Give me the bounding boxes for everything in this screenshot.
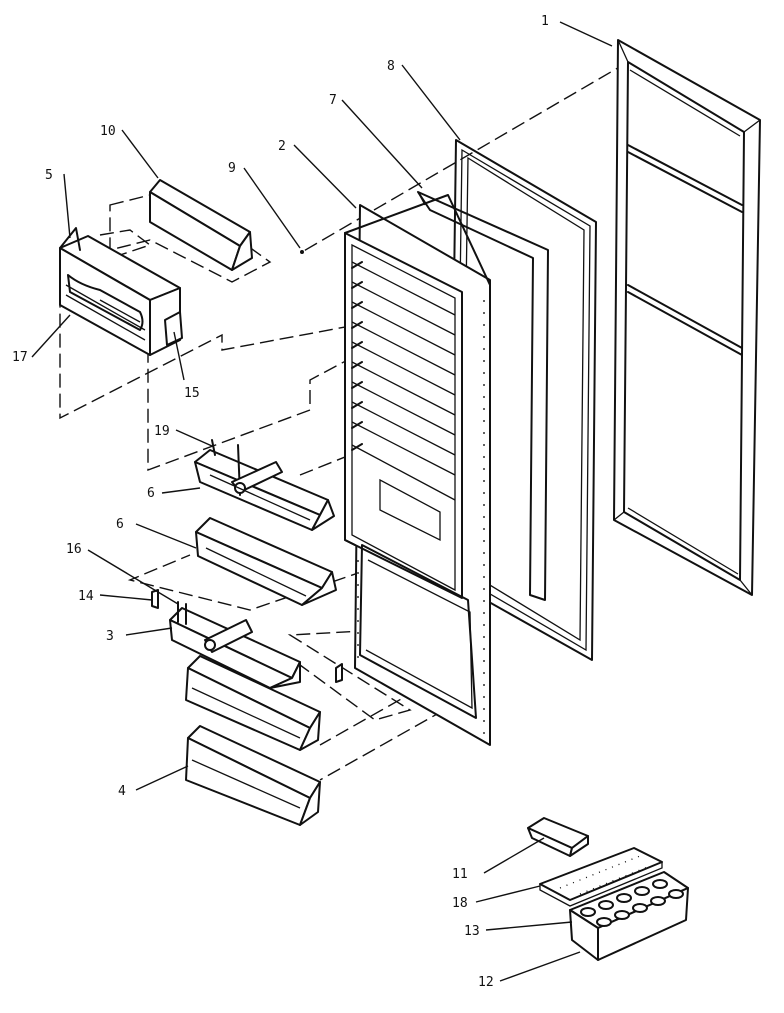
callout-10: 10 [100, 124, 116, 139]
callout-2: 2 [278, 139, 286, 154]
callout-17: 17 [12, 350, 28, 365]
callout-1: 1 [541, 14, 549, 29]
callout-5: 5 [45, 168, 53, 183]
callout-14: 14 [78, 589, 94, 604]
callout-4: 4 [118, 784, 126, 799]
callout-8: 8 [387, 59, 395, 74]
callout-11: 11 [452, 867, 468, 882]
callout-19: 19 [154, 424, 170, 439]
part-18-egg-tray-lid [539, 847, 663, 907]
callout-12: 12 [478, 975, 494, 990]
part-5-dairy-compartment [59, 227, 183, 356]
callout-3: 3 [106, 629, 114, 644]
callout-15: 15 [184, 386, 200, 401]
part-12-egg-tray [569, 871, 689, 961]
egg-cups [580, 879, 684, 927]
part-7-breaker-strip [417, 191, 549, 601]
callout-7: 7 [329, 93, 337, 108]
leader-lines [31, 21, 613, 982]
callout-16: 16 [66, 542, 82, 557]
callout-9: 9 [228, 161, 236, 176]
callout-labels: 1 2 3 4 5 6 6 7 8 9 10 11 12 13 14 15 16… [12, 14, 549, 990]
part-10-dairy-cover [149, 179, 253, 271]
part-3-lower-door-bin [151, 589, 343, 689]
part-4-bottom-door-bins [185, 655, 321, 826]
callout-6-upper: 6 [147, 486, 155, 501]
callout-6-lower: 6 [116, 517, 124, 532]
callout-18: 18 [452, 896, 468, 911]
callout-13: 13 [464, 924, 480, 939]
part-1-door-outer-panel [613, 39, 761, 596]
part-2-inner-door-liner [344, 194, 491, 746]
part-11-small-tray [527, 817, 589, 857]
part-6-second-door-bin [195, 517, 337, 606]
part-6-upper-door-bin [194, 439, 335, 531]
